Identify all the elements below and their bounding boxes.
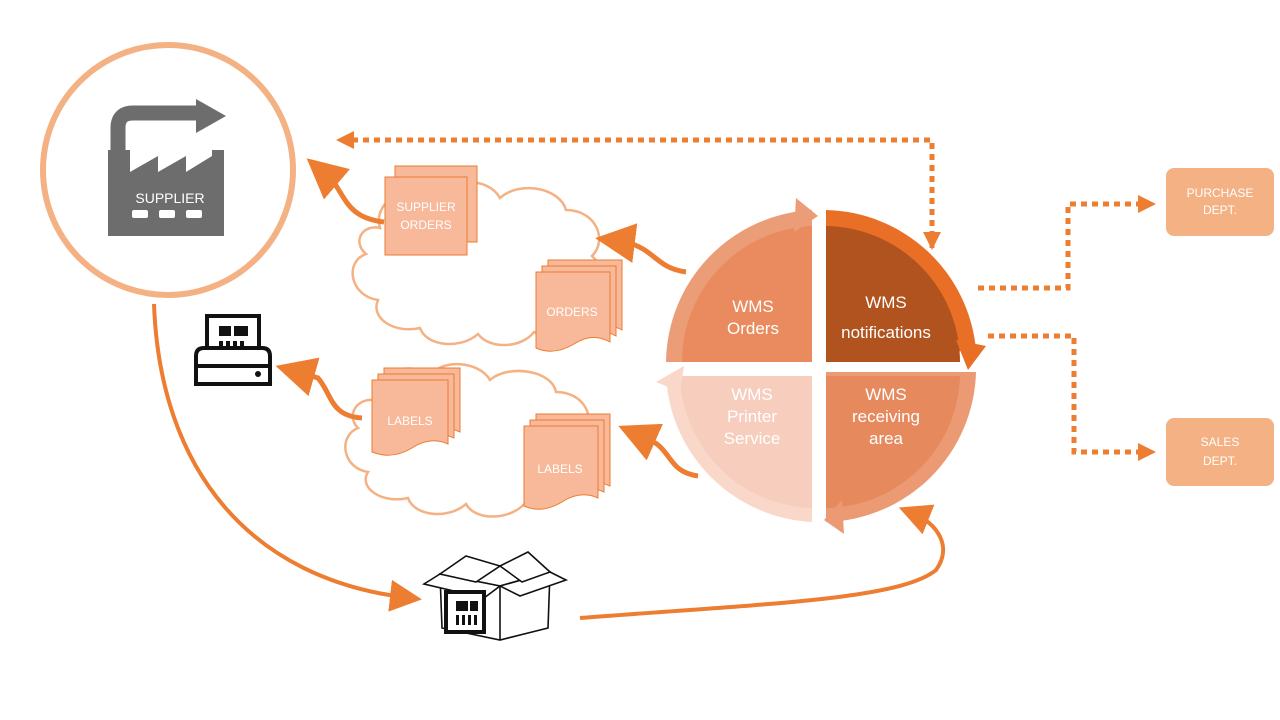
orders-doc-label: ORDERS	[546, 305, 597, 319]
wms-cycle-arrow-2	[956, 340, 986, 370]
labels-doc-stack-top: LABELS	[371, 367, 461, 456]
wms-receiving-line1: WMS	[865, 385, 907, 404]
supplier-orders-doc: SUPPLIER ORDERS	[384, 165, 478, 256]
wms-cycle-arrow-1	[794, 198, 818, 232]
wms-orders-line2: Orders	[727, 319, 779, 338]
wms-orders-quadrant	[681, 226, 812, 362]
wms-printer-quadrant	[680, 376, 812, 508]
wms-notifications-quadrant	[826, 226, 960, 362]
notify-supplier-dotted-line	[350, 137, 935, 248]
arrow-orders-to-supplier	[306, 158, 385, 225]
wms-cycle-arrow-4	[656, 366, 684, 392]
labels-top-label: LABELS	[387, 414, 432, 428]
orders-doc-stack: ORDERS	[535, 259, 623, 352]
wms-printer-line3: Service	[724, 429, 781, 448]
dotted-line-to-purchase	[978, 201, 1140, 291]
purchase-dept-box: PURCHASE DEPT.	[1166, 168, 1274, 236]
arrow-supplier-to-box	[152, 303, 422, 612]
factory-icon	[108, 99, 226, 236]
purchase-dept-line1: PURCHASE	[1187, 186, 1254, 200]
wms-printer-line1: WMS	[731, 385, 773, 404]
arrowhead-to-supplier	[336, 131, 354, 149]
wms-printer-line2: Printer	[727, 407, 777, 426]
printer-icon	[194, 314, 272, 386]
labels-doc-stack-bottom: LABELS	[523, 413, 611, 510]
wms-notifications-line1: WMS	[865, 293, 907, 312]
sales-dept-line1: SALES	[1201, 435, 1240, 449]
purchase-dept-line2: DEPT.	[1203, 203, 1237, 217]
sales-dept-line2: DEPT.	[1203, 454, 1237, 468]
box-icon	[421, 551, 569, 641]
arrowhead-to-purchase	[1138, 195, 1156, 213]
supplier-label: SUPPLIER	[135, 190, 204, 206]
labels-bottom-label: LABELS	[537, 462, 582, 476]
wms-receiving-line2: receiving	[852, 407, 920, 426]
supplier-orders-line1: SUPPLIER	[396, 200, 456, 214]
wms-receiving-line3: area	[869, 429, 904, 448]
wms-orders-line1: WMS	[732, 297, 774, 316]
supplier-orders-line2: ORDERS	[400, 218, 451, 232]
wms-receiving-quadrant	[826, 376, 960, 508]
wms-notifications-line2: notifications	[841, 323, 931, 342]
arrowhead-to-sales	[1138, 443, 1156, 461]
wms-cycle-arrow-3	[824, 500, 844, 534]
arrow-wms-to-labels	[618, 423, 699, 479]
dotted-line-to-sales	[988, 333, 1140, 455]
sales-dept-box: SALES DEPT.	[1166, 418, 1274, 486]
arrow-wms-to-orders	[595, 223, 687, 275]
wms-cycle: WMS Orders WMS notifications WMS Printer…	[656, 198, 986, 534]
arrowhead-to-notifications	[923, 232, 941, 250]
arrow-labels-to-printer	[275, 357, 363, 421]
supplier-node: SUPPLIER	[40, 42, 296, 298]
arrow-box-to-receiving	[579, 504, 946, 620]
